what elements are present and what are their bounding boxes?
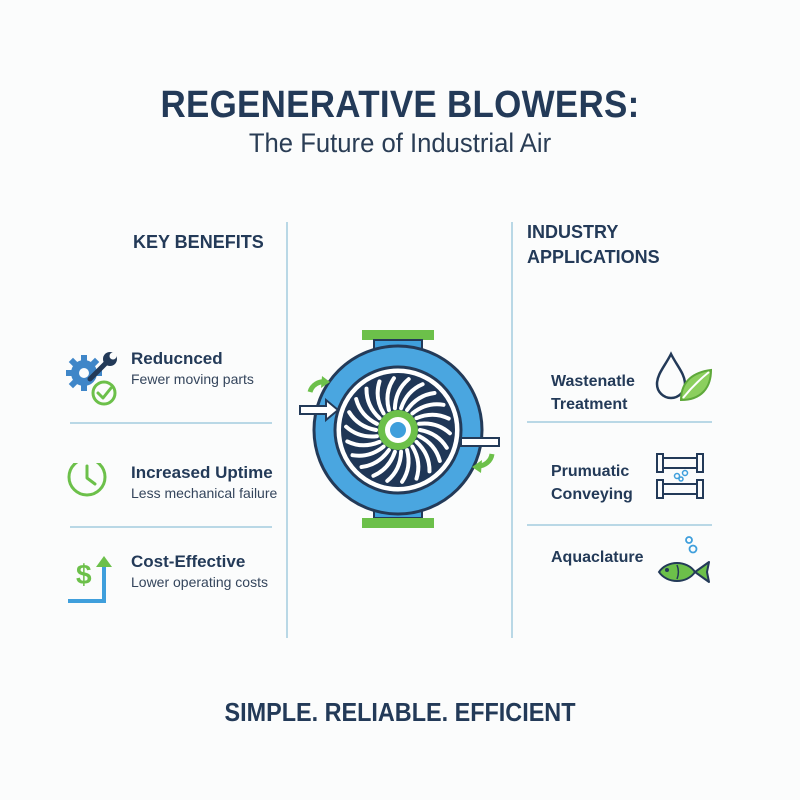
impeller-blade bbox=[392, 377, 411, 411]
water-drop-leaf-icon bbox=[653, 350, 715, 415]
impeller-blade bbox=[399, 382, 425, 411]
benefit-divider bbox=[70, 422, 272, 424]
impeller-blade bbox=[414, 439, 432, 474]
impeller-blade bbox=[417, 421, 452, 436]
application-label: Aquaclature bbox=[551, 549, 644, 566]
clock-icon bbox=[64, 457, 124, 513]
impeller-blade bbox=[418, 428, 449, 450]
impeller-blade bbox=[344, 424, 379, 439]
impeller-blade bbox=[371, 449, 397, 478]
benefit-title: Cost-Effective bbox=[131, 552, 246, 571]
industry-applications-heading: INDUSTRY APPLICATIONS bbox=[527, 220, 660, 270]
tagline: SIMPLE. RELIABLE. EFFICIENT bbox=[224, 697, 576, 727]
gear-wrench-check-icon bbox=[64, 349, 124, 406]
heading-line: INDUSTRY bbox=[527, 222, 619, 242]
impeller-blade bbox=[414, 412, 451, 421]
impeller-blade bbox=[375, 379, 386, 416]
application-label: Wastenatle Treatment bbox=[551, 373, 635, 413]
impeller-blade bbox=[359, 448, 391, 469]
application-divider bbox=[527, 421, 712, 423]
benefit-description: Lower operating costs bbox=[131, 574, 268, 590]
impeller-blade bbox=[417, 434, 442, 463]
impeller-blade bbox=[400, 448, 411, 484]
benefit-item-cost: $ Cost-Effective Lower operating costs bbox=[64, 552, 274, 603]
benefit-title: Reducnced bbox=[131, 349, 223, 368]
impeller-blade bbox=[405, 391, 437, 412]
application-item-wastewater: Wastenatle Treatment bbox=[551, 351, 751, 430]
application-divider bbox=[527, 524, 712, 526]
right-column-divider bbox=[511, 222, 513, 638]
left-column-divider bbox=[286, 222, 288, 638]
benefit-divider bbox=[70, 526, 272, 528]
impeller-blade bbox=[410, 444, 421, 481]
application-label: Prumuatic Conveying bbox=[551, 463, 633, 503]
page-title: REGENERATIVE BLOWERS: bbox=[160, 84, 640, 126]
application-item-aquaculture: Aquaclature bbox=[551, 536, 751, 606]
dollar-arrow-icon: $ bbox=[64, 552, 124, 603]
heading-line: APPLICATIONS bbox=[527, 247, 660, 267]
impeller-blade bbox=[345, 439, 382, 448]
impeller-blade bbox=[385, 376, 396, 412]
impeller-blade bbox=[350, 444, 386, 458]
impeller-blade bbox=[385, 449, 404, 483]
key-benefits-heading: KEY BENEFITS bbox=[133, 232, 264, 252]
regenerative-blower-illustration bbox=[296, 326, 506, 531]
benefit-item-uptime: Increased Uptime Less mechanical failure bbox=[64, 457, 278, 513]
impeller-blade bbox=[347, 410, 378, 432]
benefit-title: Increased Uptime bbox=[131, 463, 273, 482]
pipe-conveying-icon bbox=[655, 452, 705, 505]
impeller-blade bbox=[364, 386, 382, 421]
svg-text:$: $ bbox=[76, 559, 92, 590]
benefit-item-reduced: Reducnced Fewer moving parts bbox=[64, 349, 274, 406]
impeller-blade bbox=[354, 397, 379, 426]
fish-bubbles-icon bbox=[655, 534, 713, 601]
impeller-blade bbox=[410, 402, 446, 416]
benefit-description: Less mechanical failure bbox=[131, 485, 278, 501]
application-item-pneumatic: Prumuatic Conveying bbox=[551, 453, 751, 520]
page-subtitle: The Future of Industrial Air bbox=[248, 128, 552, 158]
benefit-description: Fewer moving parts bbox=[131, 371, 254, 387]
